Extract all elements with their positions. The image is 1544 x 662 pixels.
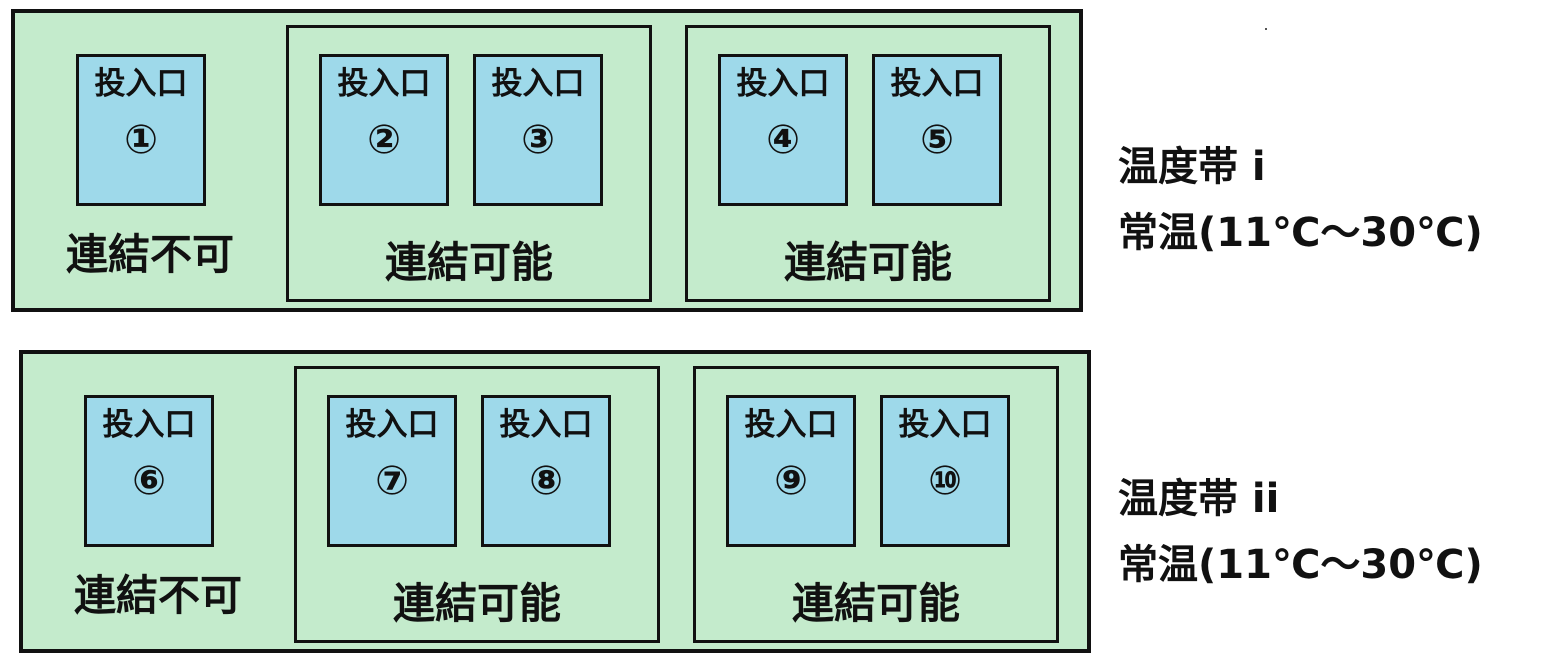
inlet-number: ⑨: [774, 458, 808, 504]
connectable-label: 連結可能: [392, 579, 561, 628]
zone-name: 温度帯 ii: [1118, 476, 1280, 522]
inlet-box-4: 投入口 ④: [718, 54, 848, 206]
inlet-box-1: 投入口 ①: [76, 54, 206, 206]
inlet-number: ⑥: [132, 458, 166, 504]
inlet-box-8: 投入口 ⑧: [481, 395, 611, 547]
inlet-box-5: 投入口 ⑤: [872, 54, 1002, 206]
connectable-group-2: 投入口 ④ 投入口 ⑤ 連結可能: [685, 25, 1051, 302]
inlet-number: ③: [521, 117, 555, 163]
inlet-box-2: 投入口 ②: [319, 54, 449, 206]
inlet-number: ⑦: [375, 458, 409, 504]
inlet-label: 投入口: [345, 407, 439, 443]
not-connectable-label: 連結不可: [73, 571, 242, 620]
connectable-label: 連結可能: [791, 579, 960, 628]
connectable-label: 連結可能: [384, 238, 553, 287]
inlet-label: 投入口: [94, 66, 188, 102]
connectable-group-3: 投入口 ⑦ 投入口 ⑧ 連結可能: [294, 366, 660, 643]
inlet-box-3: 投入口 ③: [473, 54, 603, 206]
connectable-label: 連結可能: [783, 238, 952, 287]
inlet-box-9: 投入口 ⑨: [726, 395, 856, 547]
temperature-zone-band-2: 投入口 ⑥ 連結不可 投入口 ⑦ 投入口 ⑧ 連結可能 投入口 ⑨ 投入口 ⑩ …: [19, 350, 1091, 653]
zone-label-1: 温度帯 i 常温(11℃～30℃): [1118, 142, 1538, 258]
not-connectable-label: 連結不可: [65, 230, 234, 279]
zone-temperature: 常温(11℃～30℃): [1118, 210, 1483, 256]
zone-name: 温度帯 i: [1118, 144, 1266, 190]
stray-dot: [1265, 28, 1267, 30]
inlet-label: 投入口: [337, 66, 431, 102]
inlet-box-6: 投入口 ⑥: [84, 395, 214, 547]
connectable-group-1: 投入口 ② 投入口 ③ 連結可能: [286, 25, 652, 302]
inlet-number: ⑧: [529, 458, 563, 504]
zone-label-2: 温度帯 ii 常温(11℃～30℃): [1118, 474, 1538, 590]
inlet-number: ④: [766, 117, 800, 163]
inlet-box-7: 投入口 ⑦: [327, 395, 457, 547]
inlet-number: ⑤: [920, 117, 954, 163]
inlet-label: 投入口: [102, 407, 196, 443]
inlet-label: 投入口: [890, 66, 984, 102]
inlet-number: ①: [124, 117, 158, 163]
inlet-number: ⑩: [928, 458, 962, 504]
inlet-label: 投入口: [898, 407, 992, 443]
connectable-group-4: 投入口 ⑨ 投入口 ⑩ 連結可能: [693, 366, 1059, 643]
inlet-label: 投入口: [499, 407, 593, 443]
inlet-label: 投入口: [491, 66, 585, 102]
zone-temperature: 常温(11℃～30℃): [1118, 542, 1483, 588]
temperature-zone-band-1: 投入口 ① 連結不可 投入口 ② 投入口 ③ 連結可能 投入口 ④ 投入口 ⑤ …: [11, 9, 1083, 312]
inlet-number: ②: [367, 117, 401, 163]
inlet-box-10: 投入口 ⑩: [880, 395, 1010, 547]
inlet-label: 投入口: [744, 407, 838, 443]
inlet-label: 投入口: [736, 66, 830, 102]
